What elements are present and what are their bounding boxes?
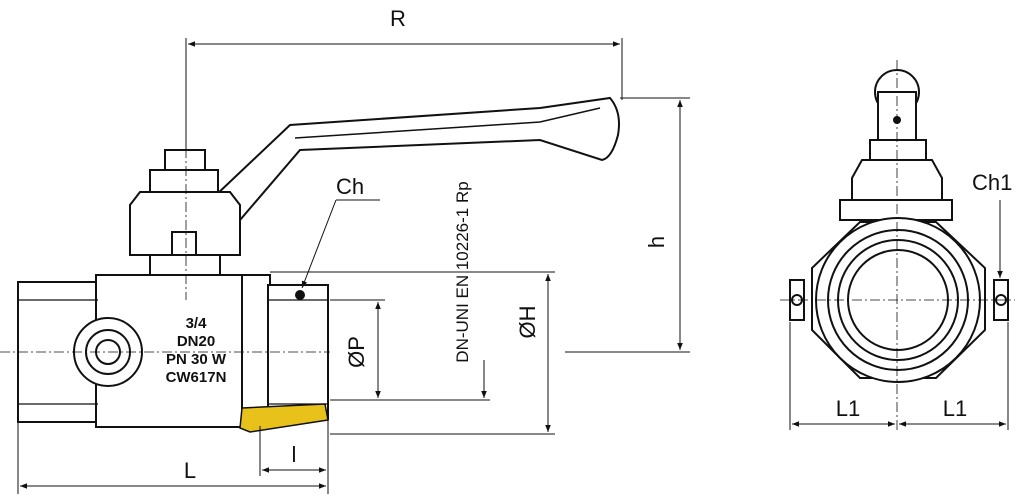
label-standard: DN-UNI EN 10226-1 Rp [453,181,472,362]
end-body [811,217,986,383]
thread-marker [295,290,305,300]
label-L1-left: L1 [836,396,860,421]
label-Ch1: Ch1 [972,170,1012,195]
dimension-L: L [17,420,329,494]
dimension-L1: L1 L1 [789,322,1009,430]
end-view: Ch1 L1 L1 [780,60,1015,430]
marking-pn: PN 30 W [166,351,227,368]
marking-material: CW617N [166,369,227,386]
lever-handle [213,96,620,222]
side-view: 3/4 DN20 PN 30 W CW617N R h Ch [0,6,690,494]
label-L: L [184,458,196,483]
label-h: h [644,236,669,248]
marking-dn: DN20 [177,333,215,350]
dimension-OH: ØH [270,271,555,435]
label-L1-right: L1 [943,396,967,421]
yellow-seal [239,403,329,433]
dimension-l: l [259,426,326,476]
label-R: R [390,6,406,31]
dimension-Ch: Ch [301,174,380,289]
end-lever [839,69,953,221]
dimension-Ch1: Ch1 [972,170,1012,278]
dimension-OP: ØP [330,299,490,401]
dimension-R: R [185,6,623,150]
marking-size: 3/4 [186,315,208,332]
label-OH: ØH [515,306,540,339]
dimension-h: h [565,97,690,353]
standard-note: DN-UNI EN 10226-1 Rp [453,181,487,398]
stem-nut [129,149,241,278]
label-OP: ØP [344,336,369,368]
label-Ch: Ch [336,174,364,199]
label-l: l [292,442,297,467]
